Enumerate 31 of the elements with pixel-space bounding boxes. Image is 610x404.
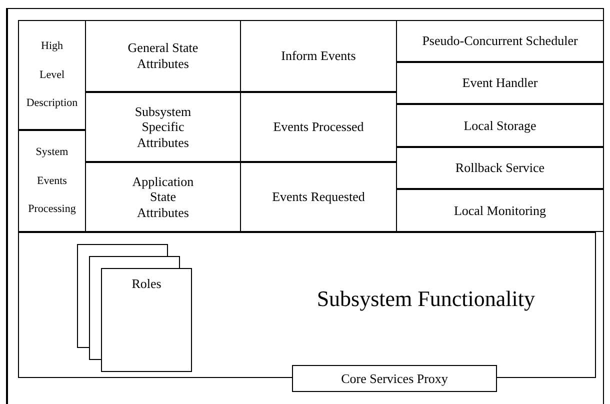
cell-text: Events Processed bbox=[273, 119, 364, 135]
table-cell bbox=[18, 130, 86, 232]
stacked-pages bbox=[77, 244, 192, 372]
panel-title: Subsystem Functionality bbox=[316, 286, 535, 312]
proxy-box bbox=[292, 365, 497, 392]
cell-text: Local Storage bbox=[464, 118, 536, 134]
cell-text: Rollback Service bbox=[455, 160, 545, 176]
table-cell bbox=[396, 147, 604, 189]
cell-text: Event Handler bbox=[462, 75, 538, 91]
cell-text: Local Monitoring bbox=[454, 202, 546, 218]
table-cell bbox=[85, 92, 241, 162]
cell-text: Roles bbox=[130, 276, 162, 292]
cell-text: Inform Events bbox=[281, 48, 356, 64]
table-cell bbox=[396, 20, 604, 62]
cell-text: Events Requested bbox=[272, 189, 365, 205]
cell-text: High Level Description bbox=[25, 39, 79, 112]
table-cell bbox=[240, 92, 397, 162]
cell-text: General State Attributes bbox=[126, 40, 200, 72]
cell-text: Core Services Proxy bbox=[341, 370, 448, 386]
cell-text: Pseudo-Concurrent Scheduler bbox=[422, 33, 578, 49]
cell-text: Application State Attributes bbox=[131, 174, 195, 220]
table-cell bbox=[85, 20, 241, 92]
table-cell bbox=[240, 20, 397, 92]
table-cell bbox=[240, 162, 397, 232]
cell-text: System Events Processing bbox=[27, 145, 77, 218]
table-cell bbox=[396, 104, 604, 147]
table-cell bbox=[18, 20, 86, 130]
table-cell bbox=[396, 189, 604, 232]
cell-text: Subsystem Specific Attributes bbox=[134, 104, 192, 150]
table-cell bbox=[396, 62, 604, 104]
table-cell bbox=[85, 162, 241, 232]
